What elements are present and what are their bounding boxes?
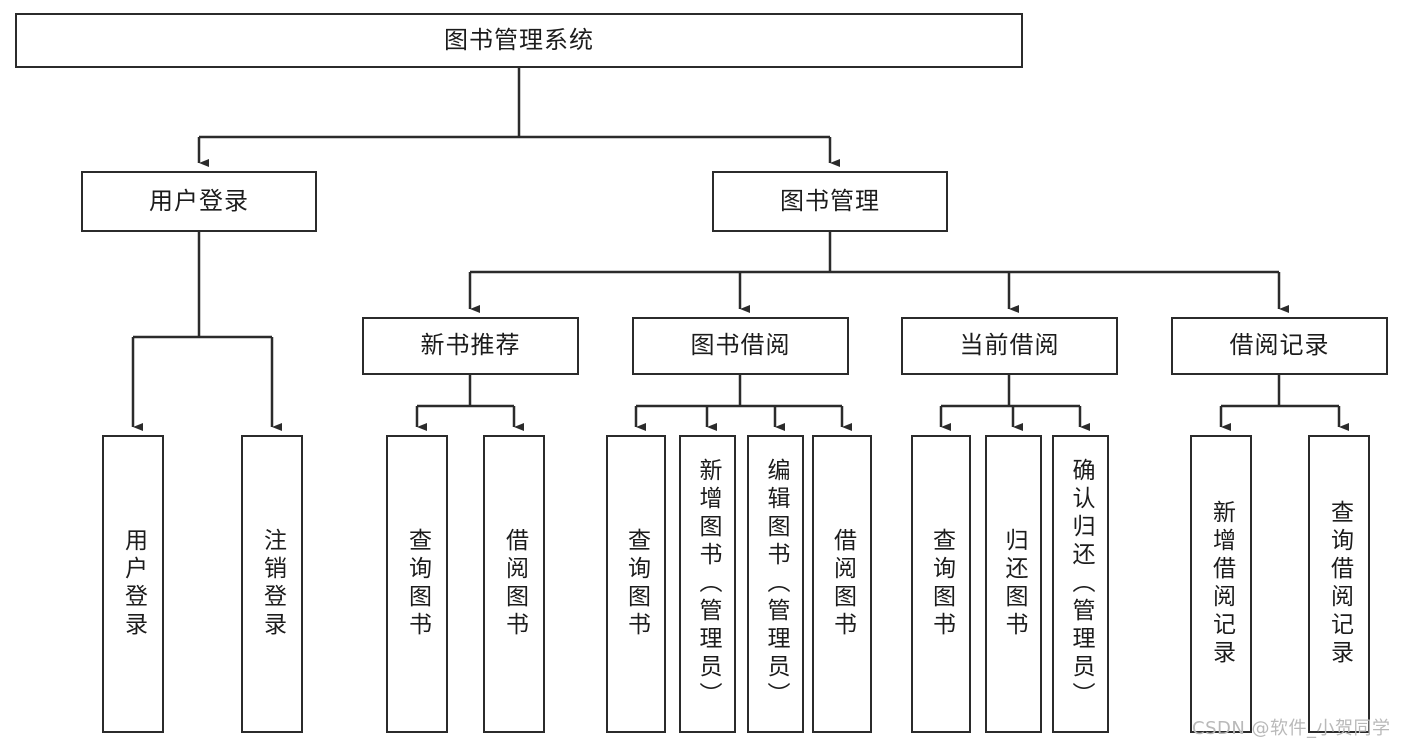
node-leaf-user-login-label: 用户登录 — [120, 528, 147, 640]
node-leaf-user-logout-label: 注销登录 — [259, 528, 286, 640]
node-root-label: 图书管理系统 — [444, 25, 594, 54]
node-book-management-label: 图书管理 — [780, 186, 880, 215]
node-leaf-edit-book-admin-label: 编辑图书（管理员） — [763, 458, 789, 710]
node-new-book-recommend-label: 新书推荐 — [420, 331, 521, 360]
node-root[interactable]: 图书管理系统 — [15, 13, 1023, 68]
csdn-watermark: CSDN @软件_小贺同学 — [1192, 718, 1391, 739]
node-book-management[interactable]: 图书管理 — [712, 171, 948, 232]
node-leaf-return-book-label: 归还图书 — [1001, 528, 1027, 640]
node-leaf-query-book-recommend[interactable]: 查询图书 — [386, 435, 448, 733]
node-user-login[interactable]: 用户登录 — [81, 171, 317, 232]
node-leaf-add-book-admin[interactable]: 新增图书（管理员） — [679, 435, 736, 733]
node-leaf-query-book-current-label: 查询图书 — [928, 528, 955, 640]
node-leaf-borrow-book-recommend-label: 借阅图书 — [501, 528, 528, 640]
node-book-borrow[interactable]: 图书借阅 — [632, 317, 849, 375]
node-leaf-edit-book-admin[interactable]: 编辑图书（管理员） — [747, 435, 804, 733]
node-borrow-record-label: 借阅记录 — [1229, 331, 1330, 360]
node-leaf-borrow-book[interactable]: 借阅图书 — [812, 435, 872, 733]
node-leaf-query-borrow-record-label: 查询借阅记录 — [1326, 500, 1353, 668]
node-new-book-recommend[interactable]: 新书推荐 — [362, 317, 579, 375]
node-current-borrow-label: 当前借阅 — [959, 331, 1060, 360]
node-leaf-query-borrow-record[interactable]: 查询借阅记录 — [1308, 435, 1370, 733]
node-leaf-add-borrow-record[interactable]: 新增借阅记录 — [1190, 435, 1252, 733]
node-leaf-add-book-admin-label: 新增图书（管理员） — [695, 458, 721, 710]
node-book-borrow-label: 图书借阅 — [690, 331, 791, 360]
node-leaf-add-borrow-record-label: 新增借阅记录 — [1208, 500, 1235, 668]
node-leaf-query-book-current[interactable]: 查询图书 — [911, 435, 971, 733]
node-borrow-record[interactable]: 借阅记录 — [1171, 317, 1388, 375]
node-leaf-borrow-book-label: 借阅图书 — [829, 528, 856, 640]
node-leaf-query-book-borrow[interactable]: 查询图书 — [606, 435, 666, 733]
tree-edges — [131, 68, 1349, 431]
node-current-borrow[interactable]: 当前借阅 — [901, 317, 1118, 375]
node-leaf-confirm-return-admin[interactable]: 确认归还（管理员） — [1052, 435, 1109, 733]
node-user-login-label: 用户登录 — [149, 186, 249, 215]
node-leaf-borrow-book-recommend[interactable]: 借阅图书 — [483, 435, 545, 733]
node-leaf-user-login[interactable]: 用户登录 — [102, 435, 164, 733]
node-leaf-return-book[interactable]: 归还图书 — [985, 435, 1042, 733]
node-leaf-query-book-recommend-label: 查询图书 — [404, 528, 431, 640]
node-leaf-confirm-return-admin-label: 确认归还（管理员） — [1068, 458, 1094, 710]
node-leaf-user-logout[interactable]: 注销登录 — [241, 435, 303, 733]
node-leaf-query-book-borrow-label: 查询图书 — [623, 528, 650, 640]
